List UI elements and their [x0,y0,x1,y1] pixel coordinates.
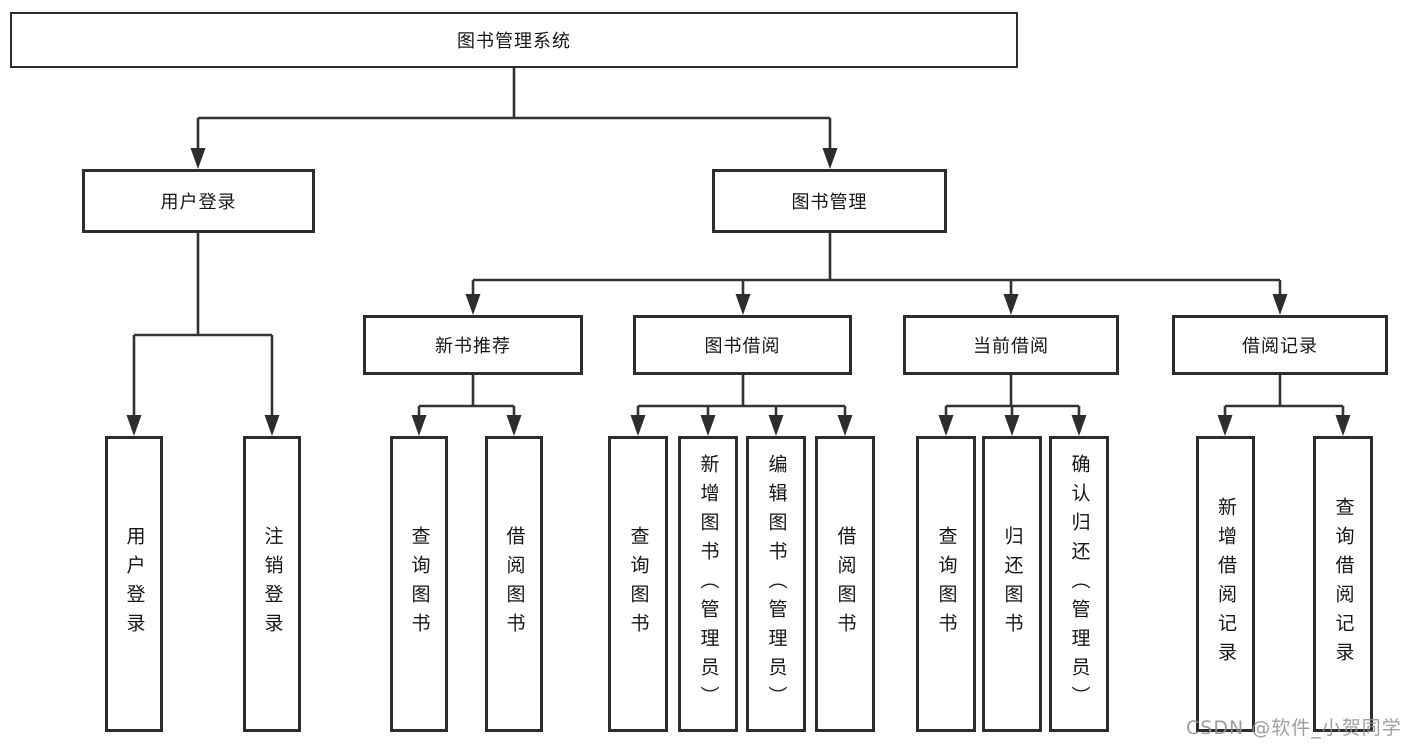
node-label: 查询图书 [935,526,958,642]
leaf-return-books: 归还图书 [982,436,1042,732]
node-label: 查询借阅记录 [1332,497,1355,671]
node-label: 编辑图书（管理员） [765,453,788,715]
node-label: 图书借阅 [704,336,781,357]
node-label: 注销登录 [261,526,284,642]
node-label: 归还图书 [1001,526,1024,642]
leaf-confirm-return-admin: 确认归还（管理员） [1049,436,1109,732]
node-label: 用户登录 [160,192,237,213]
leaf-logout: 注销登录 [243,436,301,732]
node-label: 查询图书 [627,526,650,642]
node-label: 图书管理 [791,192,868,213]
node-book-borrowing: 图书借阅 [633,315,852,375]
leaf-query-books-borrow: 查询图书 [608,436,668,732]
leaf-user-login: 用户登录 [105,436,163,732]
node-label: 新书推荐 [435,336,511,357]
leaf-query-books-recommend: 查询图书 [390,436,448,732]
node-user-login-branch: 用户登录 [82,169,315,233]
leaf-add-borrow-record: 新增借阅记录 [1196,436,1255,732]
node-library-management-system: 图书管理系统 [10,12,1018,68]
leaf-query-books-current: 查询图书 [916,436,976,732]
node-label: 借阅图书 [834,526,857,642]
node-label: 图书管理系统 [457,31,571,52]
node-label: 当前借阅 [973,336,1049,357]
node-new-book-recommendation: 新书推荐 [363,315,583,375]
leaf-borrow-books: 借阅图书 [815,436,875,732]
node-current-borrowing: 当前借阅 [903,315,1119,375]
node-label: 确认归还（管理员） [1068,453,1091,715]
node-label: 借阅图书 [503,526,526,642]
node-borrowing-records: 借阅记录 [1172,315,1388,375]
leaf-borrow-books-recommend: 借阅图书 [485,436,543,732]
node-label: 新增借阅记录 [1215,497,1237,671]
node-label: 新增图书（管理员） [697,453,720,715]
leaf-add-books-admin: 新增图书（管理员） [678,436,738,732]
csdn-watermark: CSDN @软件_小贺同学 [1186,717,1402,739]
node-label: 用户登录 [123,526,146,642]
leaf-query-borrow-record: 查询借阅记录 [1313,436,1373,732]
node-book-management-branch: 图书管理 [712,169,947,233]
node-label: 借阅记录 [1242,336,1318,357]
leaf-edit-books-admin: 编辑图书（管理员） [746,436,806,732]
node-label: 查询图书 [408,526,431,642]
